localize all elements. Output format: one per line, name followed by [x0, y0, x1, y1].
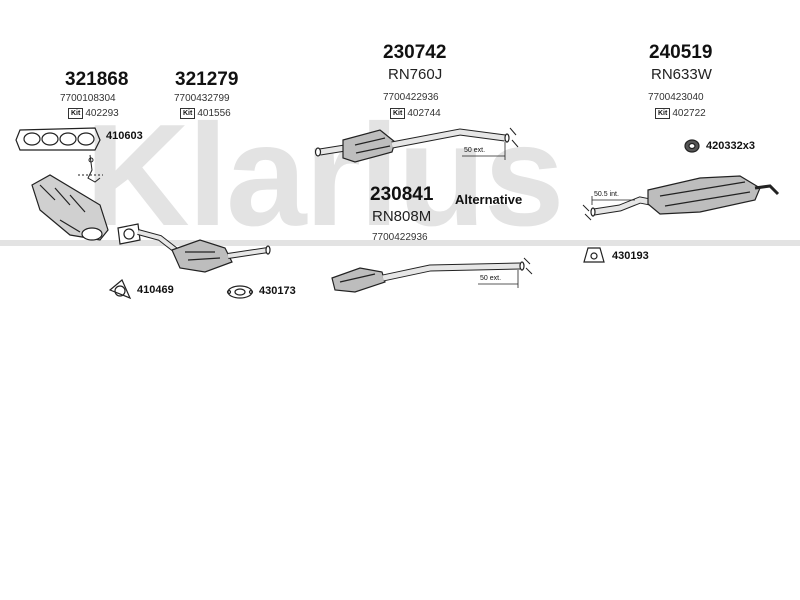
- flange-gasket-drawing: [226, 285, 254, 299]
- kit-row-240519: Kit 402722: [655, 108, 706, 119]
- model-code-230742: RN760J: [388, 66, 443, 83]
- rear-silencer-drawing: [582, 175, 780, 221]
- oem-number-240519: 7700423040: [648, 92, 704, 103]
- manifold-gasket-drawing: [15, 127, 101, 151]
- kit-badge: Kit: [390, 108, 406, 119]
- middle-silencer-drawing: [331, 257, 533, 293]
- kit-row-321868: Kit 402293: [68, 108, 119, 119]
- watermark-bar: [0, 240, 800, 246]
- manifold-drawing: [31, 174, 109, 241]
- accessory-430193: 430193: [612, 250, 649, 262]
- oem-number-321279: 7700432799: [174, 93, 230, 104]
- part-number-230841: 230841: [370, 184, 434, 205]
- kit-number-230742: 402744: [407, 108, 441, 119]
- kit-row-321279: Kit 401556: [180, 108, 231, 119]
- pipe-note-ext-top: 50 ext.: [464, 147, 486, 154]
- watermark: Klarius: [0, 94, 800, 256]
- oem-number-230841: 7700422936: [372, 232, 428, 243]
- model-code-230841: RN808M: [372, 208, 432, 225]
- accessory-410603: 410603: [106, 130, 143, 142]
- part-number-321279: 321279: [175, 69, 239, 90]
- gasket-ring-drawing: [108, 279, 132, 300]
- front-pipe-drawing: [117, 223, 271, 273]
- kit-number-240519: 402722: [672, 108, 706, 119]
- pipe-note-int-rear: 50.5 int.: [594, 191, 619, 198]
- part-number-321868: 321868: [65, 69, 129, 90]
- stud-drawing: [78, 154, 103, 183]
- catalyst-drawing: [314, 127, 519, 163]
- kit-badge: Kit: [655, 108, 671, 119]
- model-code-240519: RN633W: [651, 66, 712, 83]
- part-number-240519: 240519: [649, 42, 713, 63]
- alternative-label: Alternative: [455, 192, 523, 207]
- kit-number-321279: 401556: [197, 108, 231, 119]
- pipe-note-ext-bottom: 50 ext.: [480, 275, 502, 282]
- kit-number-321868: 402293: [85, 108, 119, 119]
- kit-row-230742: Kit 402744: [390, 108, 441, 119]
- rubber-mount-drawing: [684, 139, 700, 153]
- oem-number-321868: 7700108304: [60, 93, 116, 104]
- mount-rubber-drawing: [583, 247, 605, 263]
- kit-badge: Kit: [68, 108, 84, 119]
- watermark-text: Klarius: [85, 94, 563, 256]
- accessory-430173: 430173: [259, 285, 296, 297]
- part-number-230742: 230742: [383, 42, 447, 63]
- accessory-410469: 410469: [137, 284, 174, 296]
- accessory-420332: 420332x3: [706, 140, 755, 152]
- oem-number-230742: 7700422936: [383, 92, 439, 103]
- kit-badge: Kit: [180, 108, 196, 119]
